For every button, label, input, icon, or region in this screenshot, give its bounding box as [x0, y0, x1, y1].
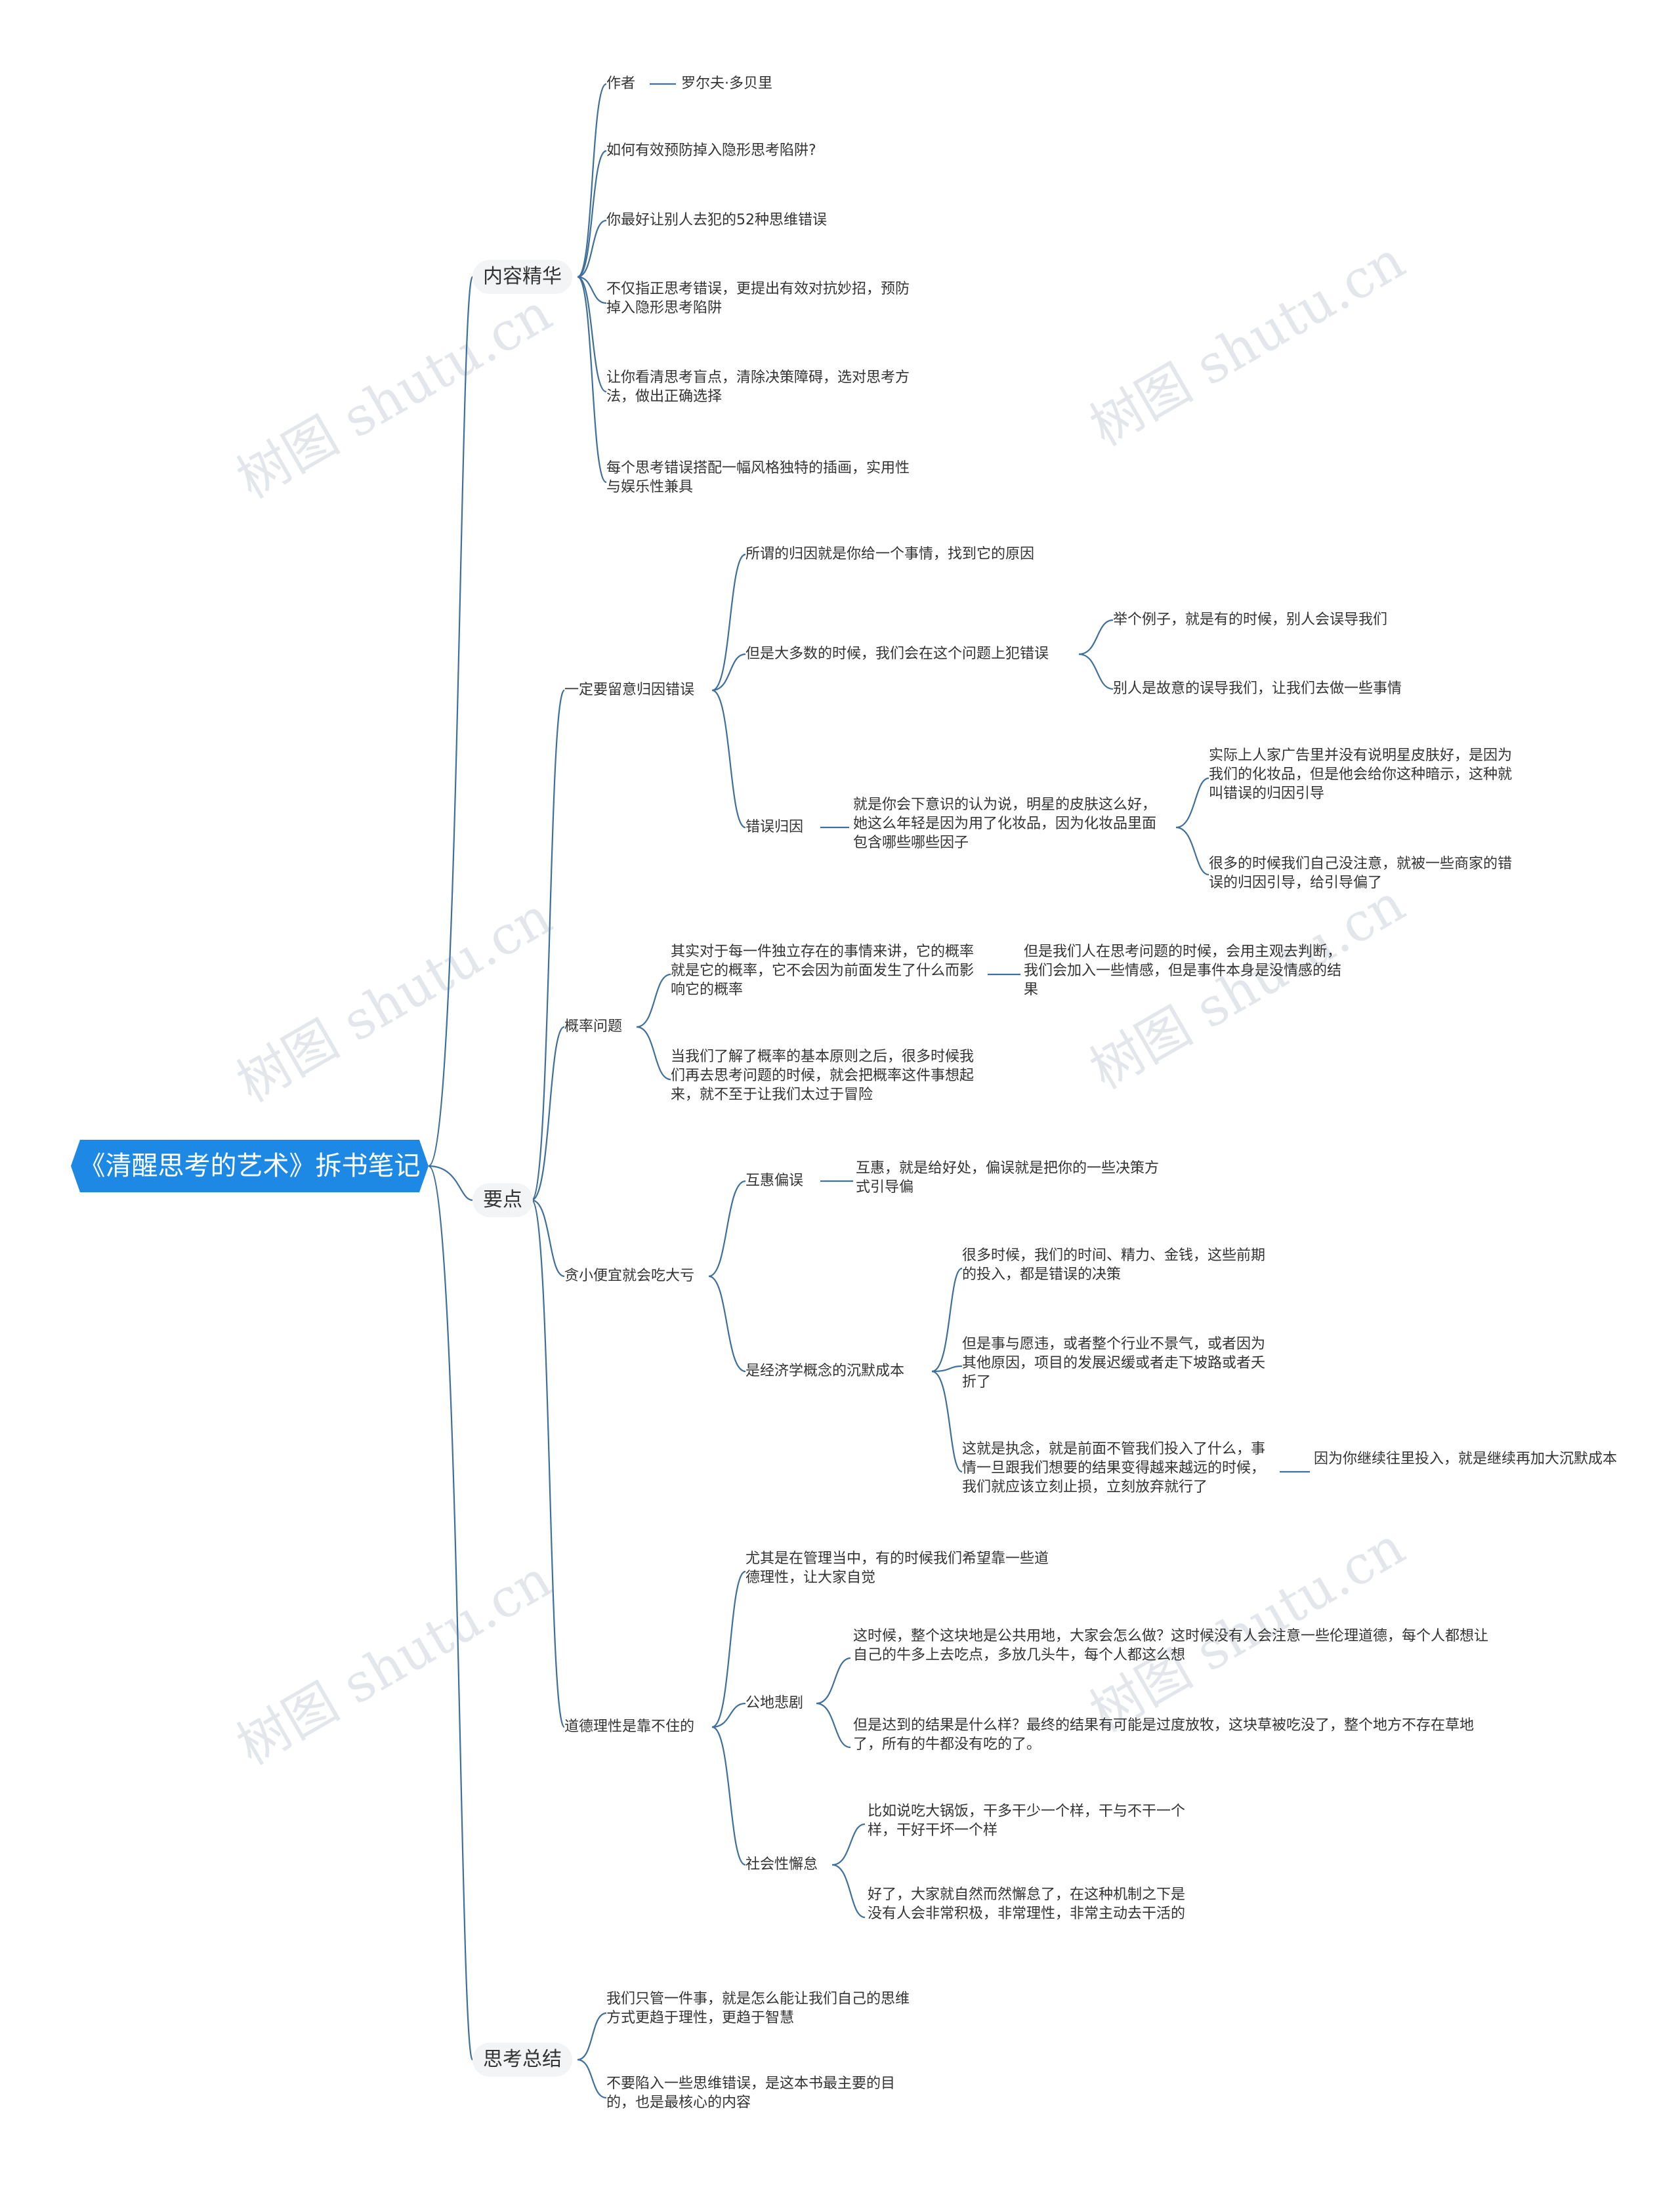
morality-item[interactable]: 尤其是在管理当中，有的时候我们希望靠一些道德理性，让大家自觉 — [746, 1551, 1049, 1586]
content-item[interactable]: 不仅指正思考错误，更提出有效对抗妙招，预防掉入隐形思考陷阱 — [606, 281, 910, 316]
attribution-often[interactable]: 但是大多数的时候，我们会在这个问题上犯错误 — [746, 646, 1049, 662]
summary-item[interactable]: 不要陷入一些思维错误，是这本书最主要的目的，也是最核心的内容 — [606, 2075, 896, 2111]
attribution-definition[interactable]: 所谓的归因就是你给一个事情，找到它的原因 — [746, 546, 1035, 562]
probability-item[interactable]: 其实对于每一件独立存在的事情来讲，它的概率就是它的概率，它不会因为前面发生了什么… — [671, 944, 975, 998]
branch-points[interactable]: 要点 — [472, 1183, 533, 1217]
commons-item[interactable]: 但是达到的结果是什么样？最终的结果有可能是过度放牧，这块草被吃没了，整个地方不存… — [853, 1717, 1475, 1753]
root-topic[interactable]: 《清醒思考的艺术》拆书笔记 — [71, 1140, 429, 1192]
probability-item[interactable]: 当我们了解了概率的基本原则之后，很多时候我们再去思考问题的时候，就会把概率这件事… — [671, 1049, 975, 1103]
loafing-item[interactable]: 好了，大家就自然而然懈怠了，在这种机制之下是没有人会非常积极，非常理性，非常主动… — [868, 1887, 1186, 1922]
mis-attribution[interactable]: 错误归因 — [746, 819, 804, 835]
topic-greed[interactable]: 贪小便宜就会吃大亏 — [564, 1268, 695, 1284]
mis-attribution-detail[interactable]: 很多的时候我们自己没注意，就被一些商家的错误的归因引导，给引导偏了 — [1209, 856, 1513, 891]
attribution-example[interactable]: 举个例子，就是有的时候，别人会误导我们 — [1113, 612, 1388, 628]
branch-content[interactable]: 内容精华 — [472, 260, 572, 294]
tragedy-of-commons[interactable]: 公地悲剧 — [746, 1695, 804, 1711]
loafing-item[interactable]: 比如说吃大锅饭，干多干少一个样，干与不干一个样，干好干坏一个样 — [868, 1803, 1186, 1839]
mis-attribution-detail[interactable]: 实际上人家广告里并没有说明星皮肤好，是因为我们的化妆品，但是他会给你这种暗示，这… — [1209, 747, 1513, 802]
sunk-cost-extra[interactable]: 因为你继续往里投入，就是继续再加大沉默成本 — [1314, 1451, 1618, 1467]
topic-probability[interactable]: 概率问题 — [564, 1018, 623, 1035]
author-name[interactable]: 罗尔夫·多贝里 — [681, 75, 772, 92]
topic-attribution[interactable]: 一定要留意归因错误 — [564, 682, 695, 698]
content-item[interactable]: 每个思考错误搭配一幅风格独特的插画，实用性与娱乐性兼具 — [606, 460, 910, 495]
commons-item[interactable]: 这时候，整个这块地是公共用地，大家会怎么做？这时候没有人会注意一些伦理道德，每个… — [853, 1628, 1489, 1663]
sunk-cost-item[interactable]: 这就是执念，就是前面不管我们投入了什么，事情一旦跟我们想要的结果变得越来越远的时… — [962, 1441, 1266, 1495]
branch-summary[interactable]: 思考总结 — [472, 2043, 572, 2077]
probability-subitem[interactable]: 但是我们人在思考问题的时候，会用主观去判断，我们会加入一些情感，但是事件本身是没… — [1024, 944, 1342, 998]
content-item[interactable]: 如何有效预防掉入隐形思考陷阱? — [606, 142, 816, 159]
sunk-cost[interactable]: 是经济学概念的沉默成本 — [746, 1363, 905, 1379]
reciprocity-desc[interactable]: 互惠，就是给好处，偏误就是把你的一些决策方式引导偏 — [856, 1160, 1160, 1196]
summary-item[interactable]: 我们只管一件事，就是怎么能让我们自己的思维方式更趋于理性，更趋于智慧 — [606, 1991, 910, 2026]
topic-morality[interactable]: 道德理性是靠不住的 — [564, 1719, 695, 1735]
content-item[interactable]: 让你看清思考盲点，清除决策障碍，选对思考方法，做出正确选择 — [606, 369, 910, 405]
attribution-example[interactable]: 别人是故意的误导我们，让我们去做一些事情 — [1113, 680, 1402, 697]
reciprocity-bias[interactable]: 互惠偏误 — [746, 1173, 804, 1189]
mis-attribution-desc[interactable]: 就是你会下意识的认为说，明星的皮肤这么好，她这么年轻是因为用了化妆品，因为化妆品… — [853, 797, 1157, 851]
content-item[interactable]: 你最好让别人去犯的52种思维错误 — [606, 212, 827, 228]
sunk-cost-item[interactable]: 但是事与愿违，或者整个行业不景气，或者因为其他原因，项目的发展迟缓或者走下坡路或… — [962, 1336, 1266, 1390]
sunk-cost-item[interactable]: 很多时候，我们的时间、精力、金钱，这些前期的投入，都是错误的决策 — [962, 1247, 1266, 1283]
social-loafing[interactable]: 社会性懈怠 — [746, 1856, 818, 1873]
author-label[interactable]: 作者 — [606, 75, 636, 92]
